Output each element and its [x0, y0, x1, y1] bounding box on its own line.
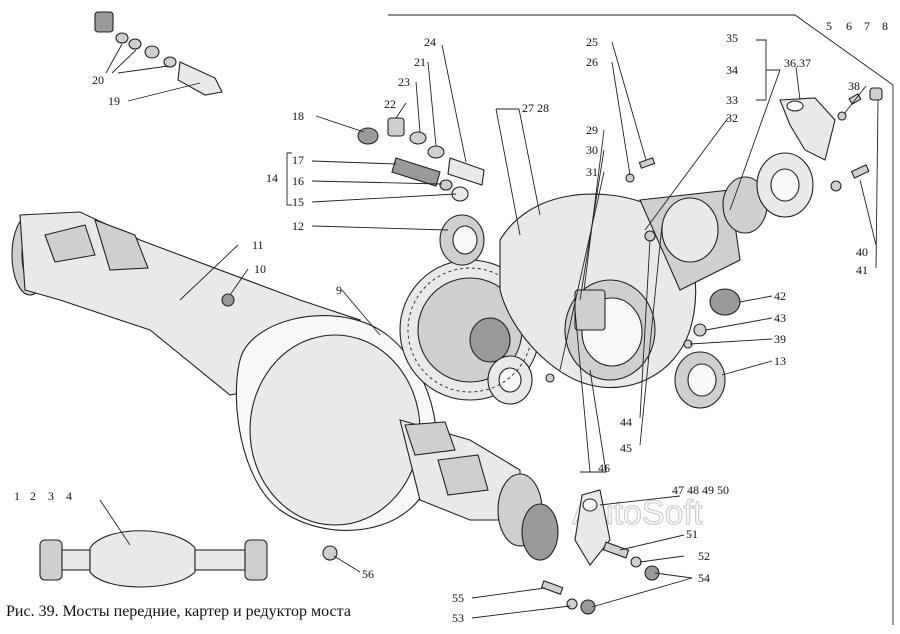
callout-41: 41: [856, 263, 868, 277]
callout-17: 17: [292, 153, 304, 167]
callout-12: 12: [292, 219, 304, 233]
callout-45: 45: [620, 441, 632, 455]
callout-31: 31: [586, 165, 598, 179]
callout-8: 8: [882, 19, 888, 33]
flange-and-studs: [540, 489, 660, 615]
callout-16: 16: [292, 174, 304, 188]
callout-24: 24: [424, 35, 436, 49]
callout-21: 21: [414, 55, 426, 69]
callout-30: 30: [586, 143, 598, 157]
callout-10: 10: [254, 262, 266, 276]
callout-43: 43: [774, 311, 786, 325]
callout-2: 2: [30, 489, 36, 503]
callout-39: 39: [774, 332, 786, 346]
callout-56: 56: [362, 567, 374, 581]
callout-46: 46: [598, 461, 610, 475]
callout-29: 29: [586, 123, 598, 137]
callout-9: 9: [336, 283, 342, 297]
bearing-stack-parts: [357, 117, 485, 202]
section-bracket-line: [388, 14, 894, 625]
callout-5: 5: [826, 19, 832, 33]
callout-33: 33: [726, 93, 738, 107]
callout-14: 14: [266, 171, 278, 185]
callout-38: 38: [848, 79, 860, 93]
leader-lines: [99, 39, 879, 619]
callout-36-37: 36.37: [784, 56, 811, 70]
callout-42: 42: [774, 289, 786, 303]
callout-47-50: 47 48 49 50: [672, 483, 729, 497]
callout-4: 4: [66, 489, 72, 503]
callout-15: 15: [292, 195, 304, 209]
callout-35: 35: [726, 31, 738, 45]
callout-11: 11: [252, 238, 264, 252]
figure-caption: Рис. 39. Мосты передние, картер и редукт…: [6, 603, 351, 620]
callout-53: 53: [452, 611, 464, 625]
callout-25: 25: [586, 35, 598, 49]
callout-51: 51: [686, 527, 698, 541]
callout-32: 32: [726, 111, 738, 125]
drive-shaft: [39, 530, 268, 588]
callout-1: 1: [14, 489, 20, 503]
callout-3: 3: [48, 489, 54, 503]
callout-6: 6: [846, 19, 852, 33]
callout-34: 34: [726, 63, 738, 77]
callout-27-28: 27 28: [522, 101, 549, 115]
pinion-assembly: [661, 97, 836, 263]
callout-55: 55: [452, 591, 464, 605]
callout-labels: 1 2 3 4 5 6 7 8 9 10 11 12 13 14 15 16 1…: [14, 19, 888, 625]
callout-13: 13: [774, 354, 786, 368]
callout-26: 26: [586, 55, 598, 69]
callout-44: 44: [620, 415, 632, 429]
callout-52: 52: [698, 549, 710, 563]
callout-40: 40: [856, 245, 868, 259]
axle-housing: [11, 211, 559, 561]
callout-23: 23: [398, 75, 410, 89]
callout-54: 54: [698, 571, 710, 585]
callout-20: 20: [92, 73, 104, 87]
breather-parts: [94, 11, 223, 96]
callout-7: 7: [864, 19, 870, 33]
callout-18: 18: [292, 109, 304, 123]
callout-19: 19: [108, 94, 120, 108]
callout-22: 22: [384, 97, 396, 111]
